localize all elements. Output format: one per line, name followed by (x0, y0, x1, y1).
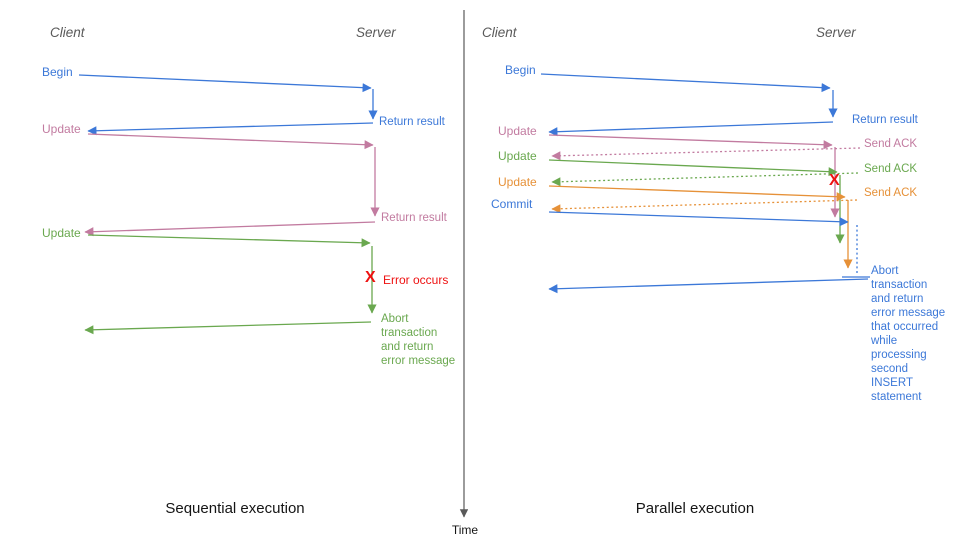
par-update3-request-line (548, 185, 846, 202)
seq-error-occurs-label: Error occurs (383, 273, 449, 287)
seq-update1-request-line (87, 133, 374, 150)
par-update1-request-line (548, 134, 833, 150)
seq-abort-message: Abort transaction and return error messa… (381, 313, 456, 367)
seq-update-2-label: Update (42, 226, 81, 240)
par-send-ack-2-label: Send ACK (864, 163, 918, 175)
par-server-header: Server (816, 25, 856, 40)
seq-return-result-1-label: Return result (379, 116, 445, 128)
seq-client-header: Client (50, 25, 85, 40)
par-client-header: Client (482, 25, 517, 40)
par-error-x-icon: X (829, 172, 840, 189)
par-begin-request-line (540, 73, 831, 93)
seq-begin-return-line (87, 122, 374, 136)
par-update-3-label: Update (498, 175, 537, 189)
seq-caption: Sequential execution (165, 500, 305, 517)
seq-return-result-2-label: Return result (381, 212, 447, 224)
seq-update2-request-line (87, 234, 371, 248)
par-caption: Parallel execution (635, 500, 755, 517)
par-update2-request-line (548, 159, 838, 177)
seq-error-x-icon: X (365, 269, 376, 286)
par-ack2-dotted-line (551, 172, 859, 187)
par-abort-return-line (548, 278, 869, 294)
par-commit-label: Commit (491, 197, 533, 211)
par-begin-label: Begin (505, 63, 536, 77)
seq-server-header: Server (356, 25, 396, 40)
time-axis-label: Time (451, 523, 479, 537)
seq-update-1-label: Update (42, 122, 81, 136)
par-ack3-dotted-line (551, 199, 858, 214)
par-update-1-label: Update (498, 124, 537, 138)
par-update-2-label: Update (498, 149, 537, 163)
seq-abort-return-line (84, 321, 372, 335)
par-send-ack-3-label: Send ACK (864, 187, 918, 199)
seq-begin-label: Begin (42, 65, 73, 79)
par-commit-request-line (548, 211, 849, 227)
seq-begin-request-line (78, 74, 372, 93)
par-ack1-dotted-line (551, 147, 861, 161)
par-begin-return-line (548, 121, 834, 137)
seq-update1-return-line (84, 221, 376, 237)
par-send-ack-1-label: Send ACK (864, 138, 918, 150)
par-abort-message: Abort transaction and return error messa… (871, 265, 946, 403)
par-return-result-label: Return result (852, 114, 918, 126)
